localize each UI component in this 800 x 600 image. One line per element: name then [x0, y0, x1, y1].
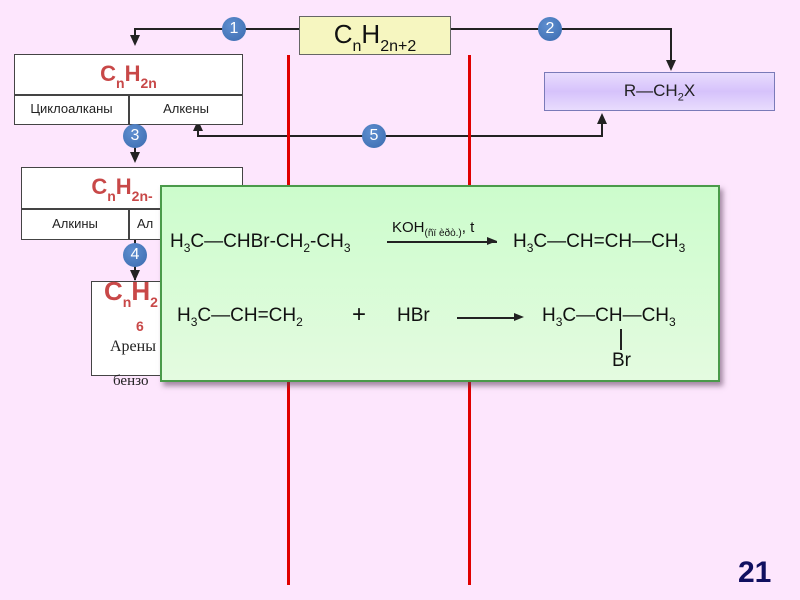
formula-sub-n: n — [107, 188, 116, 204]
text: H — [177, 305, 191, 326]
text: C—CHBr-CH — [190, 231, 304, 252]
formula-sub-h: 2 — [150, 294, 158, 310]
reaction1-product: H3C—CH=CH—CH3 — [513, 231, 685, 255]
reaction2-reactant: H3C—CH=CH2 — [177, 305, 303, 329]
formula-sub-h: 2n — [140, 75, 157, 91]
divider-vertical — [128, 209, 130, 239]
arene-subscript-6: 6 — [136, 318, 144, 334]
reaction2-branch: Br — [612, 350, 631, 371]
connector-5-left-vertical — [197, 125, 199, 137]
sub: 3 — [190, 315, 198, 329]
divider-vertical — [128, 95, 130, 125]
connector-1-vertical — [134, 28, 136, 40]
arrow-up-icon — [193, 120, 203, 131]
step-badge-1: 1 — [222, 17, 246, 41]
divider-horizontal — [22, 208, 242, 210]
sub: 2 — [303, 241, 311, 255]
condition-koh: KOH — [392, 219, 425, 236]
sub: 3 — [669, 315, 676, 329]
alkane-formula-c: C — [333, 19, 353, 49]
formula-c: C — [91, 174, 108, 199]
alkane-box: CnH2n+2 — [299, 16, 451, 55]
arene-formula: CnH2 — [104, 276, 158, 310]
cycloalkanes-label: Циклоалканы — [30, 101, 113, 116]
step-badge-5: 5 — [362, 124, 386, 148]
sub: 2 — [296, 315, 303, 329]
text: C—CH=CH—CH — [533, 231, 679, 252]
sub: 3 — [343, 241, 351, 255]
benzene-label: бензо — [113, 373, 149, 389]
formula-h: H — [131, 276, 151, 306]
reaction1-reactant: H3C—CHBr-CH2-CH3 — [170, 231, 351, 255]
connector-5-right-vertical — [601, 117, 603, 137]
text: C—CH—CH — [562, 305, 670, 326]
arrow-head-icon — [487, 237, 497, 245]
step-badge-3: 3 — [123, 124, 147, 148]
reaction2-product: H3C—CH—CH3 — [542, 305, 676, 329]
reaction1-arrow — [387, 241, 497, 243]
sub: 3 — [555, 315, 563, 329]
formula-c: C — [104, 276, 123, 306]
divider-horizontal — [15, 94, 242, 96]
formula-c: C — [100, 61, 117, 86]
connector-5-horizontal — [198, 135, 603, 137]
alkyne-formula: CnH2n- — [22, 174, 222, 204]
step-badge-4: 4 — [123, 243, 147, 267]
text: H — [170, 231, 184, 252]
arrow-head-icon — [514, 313, 524, 321]
sub: 3 — [183, 241, 191, 255]
alkane-formula-sub-n: n — [352, 38, 362, 55]
formula-sub-h: 2n- — [131, 188, 153, 204]
reaction2-reagent: HBr — [397, 305, 430, 326]
alkene-formula: CnH2n — [15, 61, 242, 91]
alkadienes-label: Ал — [137, 216, 154, 231]
arrow-down-icon — [130, 152, 140, 163]
formula-sub-n: n — [116, 75, 125, 91]
sub: 3 — [526, 241, 534, 255]
text: -CH — [310, 231, 344, 252]
arrow-up-icon — [597, 113, 607, 124]
arenes-label: Арены — [110, 338, 156, 355]
connector-1-horizontal — [134, 28, 300, 30]
text: C—CH=CH — [197, 305, 297, 326]
arrow-down-icon — [130, 35, 140, 46]
alkenes-label: Алкены — [163, 101, 209, 116]
formula-h: H — [124, 61, 141, 86]
arrow-down-icon — [130, 270, 140, 281]
halide-formula-sub: 2 — [677, 91, 684, 104]
text: H — [513, 231, 527, 252]
reactions-panel: H3C—CHBr-CH2-CH3 KOH(ñï èðò.), t H3C—CH=… — [160, 185, 720, 382]
alkynes-label: Алкины — [52, 216, 98, 231]
formula-h: H — [115, 174, 132, 199]
reaction2-arrow — [457, 317, 519, 319]
halide-formula: R—CH — [623, 81, 678, 100]
formula-sub-n: n — [122, 294, 132, 310]
slide-number: 21 — [738, 556, 772, 589]
alkyne-box: CnH2n- Алкины Ал — [21, 167, 243, 240]
alkane-formula-h: H — [361, 19, 381, 49]
text: H — [542, 305, 556, 326]
alkane-formula-sub-h: 2n+2 — [380, 38, 417, 55]
connector-2-vertical — [670, 28, 672, 63]
reaction1-condition: KOH(ñï èðò.), t — [392, 219, 474, 239]
arrow-down-icon — [666, 60, 676, 71]
alkyl-halide-box: R—CH2X — [544, 72, 775, 111]
step-badge-2: 2 — [538, 17, 562, 41]
plus-sign: + — [352, 301, 367, 328]
halide-formula-suffix: X — [683, 81, 696, 100]
alkene-cycloalkane-box: CnH2n Циклоалканы Алкены — [14, 54, 243, 125]
sub: 3 — [678, 241, 686, 255]
branch-bond — [620, 329, 622, 350]
condition-sub: (ñï èðò.) — [424, 228, 462, 239]
condition-t: , t — [461, 219, 475, 236]
